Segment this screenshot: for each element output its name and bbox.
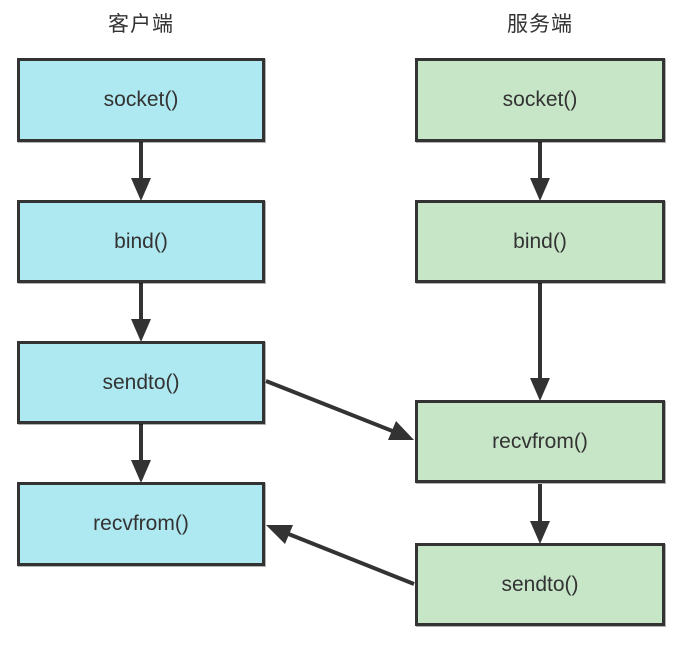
- node-label: socket(): [502, 88, 578, 111]
- column-title-server: 服务端: [507, 13, 573, 36]
- arrow-server-recvfrom-to-sendto: [530, 484, 550, 544]
- arrow-client-socket-to-bind: [131, 142, 151, 201]
- node-label: recvfrom(): [492, 429, 588, 453]
- node-client-sendto[interactable]: sendto(): [17, 341, 265, 424]
- node-label: recvfrom(): [93, 512, 189, 535]
- node-client-recvfrom[interactable]: recvfrom(): [17, 482, 265, 566]
- arrow-client-sendto-to-server-recvfrom: [265, 379, 414, 440]
- node-server-recvfrom[interactable]: recvfrom(): [415, 400, 665, 483]
- arrow-client-bind-to-sendto: [131, 283, 151, 342]
- node-server-sendto[interactable]: sendto(): [415, 543, 665, 626]
- column-title-client: 客户端: [108, 13, 174, 36]
- node-client-socket[interactable]: socket(): [17, 58, 265, 142]
- arrow-server-socket-to-bind: [530, 142, 550, 201]
- node-client-bind[interactable]: bind(): [17, 200, 265, 283]
- node-label: bind(): [513, 229, 567, 253]
- node-server-bind[interactable]: bind(): [415, 200, 665, 283]
- node-label: sendto(): [102, 370, 180, 394]
- node-server-socket[interactable]: socket(): [415, 58, 665, 142]
- node-label: socket(): [103, 88, 179, 111]
- arrow-server-bind-to-recvfrom: [530, 283, 550, 401]
- node-label: sendto(): [501, 572, 579, 596]
- node-label: bind(): [114, 229, 168, 253]
- arrow-client-sendto-to-recvfrom: [131, 424, 151, 483]
- arrow-server-sendto-to-client-recvfrom: [266, 525, 415, 586]
